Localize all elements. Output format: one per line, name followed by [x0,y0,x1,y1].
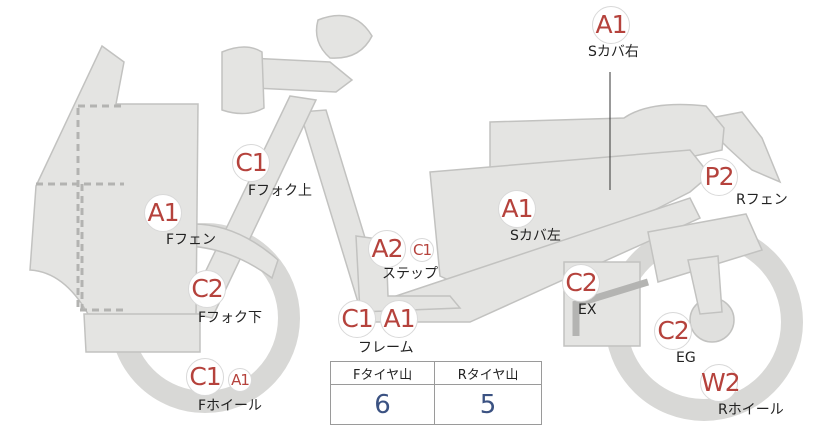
rating-frame-second: A1 [380,300,418,338]
rear-tire-header: Rタイヤ山 [434,361,542,385]
label-frame: フレーム [358,340,414,356]
label-f-wheel: Fホイール [198,398,263,414]
tire-tread-value-row: 6 5 [329,384,542,425]
engine-case [647,213,764,283]
rating-step-sub: C1 [410,238,434,262]
label-r-wheel: Rホイール [718,402,784,418]
tire-tread-table: Fタイヤ山 Rタイヤ山 6 5 [329,361,542,425]
rear-tire-value: 5 [434,384,542,425]
rating-f-fork-upper: C1 [232,144,270,182]
rating-engine: C2 [654,312,692,350]
front-shield [29,44,199,319]
rating-s-cover-right: A1 [592,6,630,44]
rating-r-fender: P2 [700,158,738,196]
headlight [221,46,265,115]
swing-arm [687,255,723,315]
label-f-fork-lower: Fフォク下 [198,310,263,326]
floor-pan [83,313,201,353]
rating-f-fender: A1 [144,194,182,232]
rating-s-cover-left: A1 [498,190,536,228]
front-tire-value: 6 [329,384,436,425]
label-step: ステップ [382,266,438,282]
label-f-fork-upper: Fフォク上 [248,183,313,199]
label-f-fender: Fフェン [166,232,217,248]
label-s-cover-right: Sカバ右 [588,44,639,60]
rating-f-wheel-main: C1 [186,358,224,396]
rating-step-main: A2 [368,230,406,268]
front-tire-header: Fタイヤ山 [329,361,436,385]
rating-frame-first: C1 [338,300,376,338]
mirror [315,14,373,59]
tire-tread-header-row: Fタイヤ山 Rタイヤ山 [329,361,542,385]
rating-f-wheel-sub: A1 [228,368,252,392]
rating-r-wheel: W2 [700,364,741,402]
label-exhaust: EX [578,302,597,318]
rating-exhaust: C2 [562,264,600,302]
label-engine: EG [676,350,696,366]
exhaust-pipe [572,278,650,336]
rating-f-fork-lower: C2 [188,270,226,308]
label-s-cover-left: Sカバ左 [510,228,561,244]
label-r-fender: Rフェン [736,192,788,208]
handlebar [249,57,354,93]
